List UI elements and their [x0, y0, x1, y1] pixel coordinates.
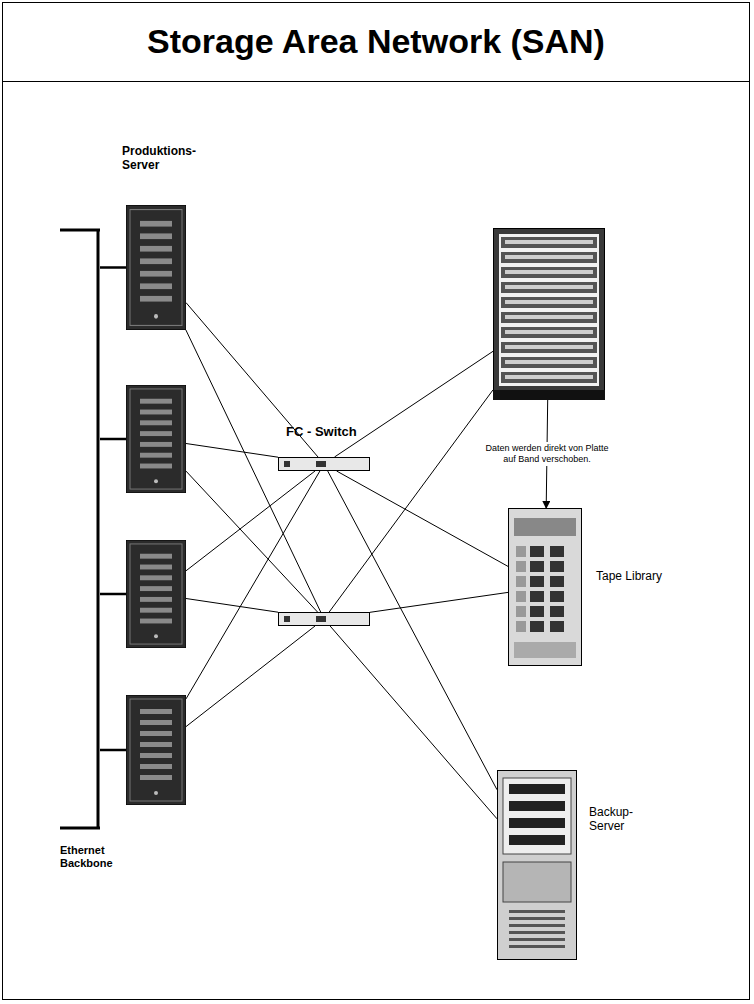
connector-line	[335, 351, 494, 457]
connector-line	[186, 444, 278, 458]
disk-array-illustration	[493, 228, 605, 400]
server-illustration	[126, 205, 186, 330]
tape-library: Tape Library	[508, 508, 582, 666]
production-server: Produktions-Server	[126, 205, 186, 330]
backup-server: Backup-Server	[497, 770, 577, 960]
server-illustration	[126, 695, 186, 805]
connector-line	[100, 438, 126, 441]
title-bar: Storage Area Network (SAN)	[2, 2, 750, 82]
node-label: Produktions-Server	[122, 145, 206, 173]
production-server	[126, 385, 186, 493]
fc-switch: FC - Switch	[278, 457, 370, 471]
server-illustration	[126, 385, 186, 493]
connector-line	[100, 749, 126, 752]
node-label: FC - Switch	[286, 425, 357, 440]
connector-line	[186, 471, 318, 612]
backup-server-illustration	[497, 770, 577, 960]
tape-library-illustration	[508, 508, 582, 666]
connector-line	[186, 471, 320, 699]
production-server	[126, 695, 186, 805]
switch-illustration	[278, 457, 370, 471]
connector-line	[330, 626, 497, 819]
production-server	[126, 540, 186, 648]
disk-array	[493, 228, 605, 400]
node-label: Backup-Server	[589, 806, 649, 834]
node-label: Tape Library	[596, 570, 662, 584]
backbone-bar	[60, 228, 140, 832]
connector-line	[186, 599, 278, 613]
ethernet-backbone: Ethernet Backbone	[96, 230, 100, 830]
connector-line	[186, 330, 321, 612]
connector-line	[328, 471, 497, 790]
server-illustration	[126, 540, 186, 648]
connector-line	[186, 471, 315, 571]
connector-line	[370, 592, 508, 612]
connector-line	[186, 626, 315, 727]
switch-illustration	[278, 612, 370, 626]
connector-line	[100, 266, 126, 269]
connector-line	[100, 593, 126, 596]
edge-note: Daten werden direkt von Platte auf Band …	[479, 442, 615, 466]
node-label: Ethernet Backbone	[60, 844, 130, 869]
diagram-title: Storage Area Network (SAN)	[147, 22, 605, 61]
fc-switch	[278, 612, 370, 626]
connector-line	[329, 390, 493, 612]
